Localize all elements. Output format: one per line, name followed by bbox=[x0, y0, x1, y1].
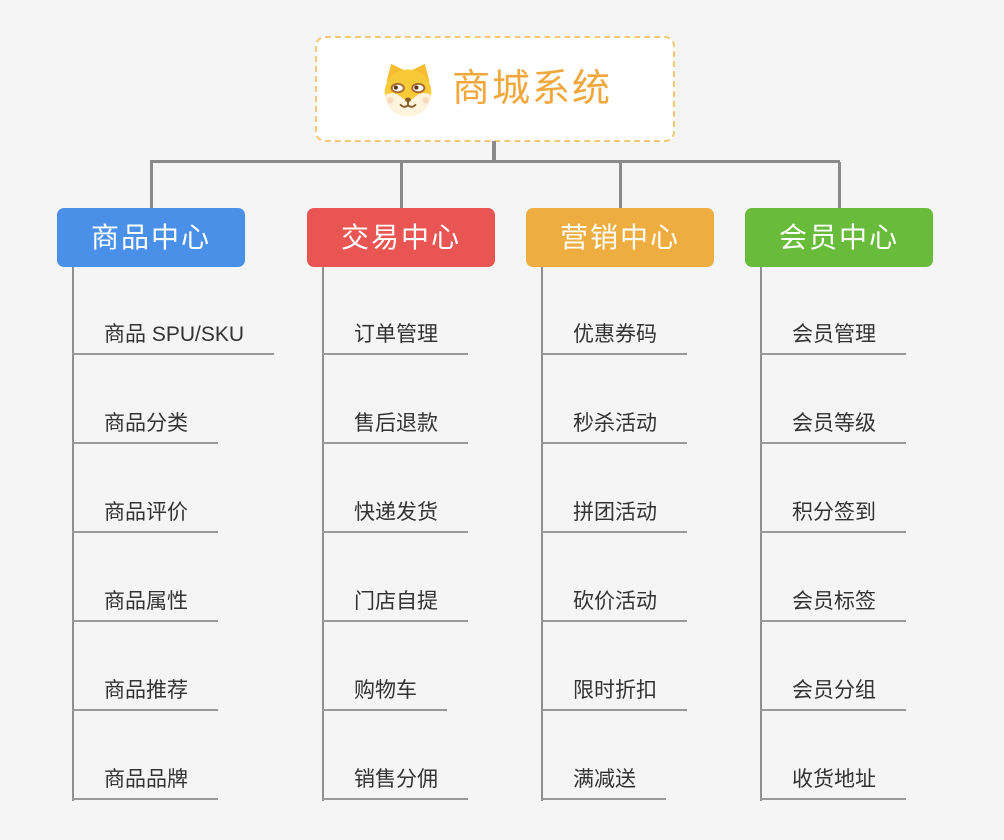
child-item-label: 会员标签 bbox=[792, 589, 876, 613]
connector-branch-drop bbox=[837, 162, 841, 208]
child-item[interactable]: 订单管理 bbox=[322, 267, 468, 355]
child-item-label: 售后退款 bbox=[354, 411, 438, 435]
branch-children: 会员管理会员等级积分签到会员标签会员分组收货地址 bbox=[760, 267, 906, 800]
child-item-label: 秒杀活动 bbox=[573, 411, 657, 435]
child-item[interactable]: 商品属性 bbox=[72, 533, 218, 622]
child-item-label: 商品评价 bbox=[104, 500, 188, 524]
child-item[interactable]: 秒杀活动 bbox=[541, 355, 687, 444]
child-item-label: 商品推荐 bbox=[104, 678, 188, 702]
child-item[interactable]: 收货地址 bbox=[760, 711, 906, 800]
child-item-label: 订单管理 bbox=[354, 322, 438, 346]
connector-branch-trunk bbox=[322, 267, 324, 801]
child-item-label: 砍价活动 bbox=[573, 589, 657, 613]
child-item[interactable]: 商品品牌 bbox=[72, 711, 218, 800]
branch-node-marketing-center[interactable]: 营销中心 bbox=[526, 208, 714, 267]
connector-branch-drop bbox=[399, 162, 403, 208]
child-item-label: 积分签到 bbox=[792, 500, 876, 524]
branch-children: 订单管理售后退款快递发货门店自提购物车销售分佣 bbox=[322, 267, 468, 800]
child-item[interactable]: 会员标签 bbox=[760, 533, 906, 622]
child-item[interactable]: 门店自提 bbox=[322, 533, 468, 622]
child-item[interactable]: 商品分类 bbox=[72, 355, 218, 444]
branch-node-product-center[interactable]: 商品中心 bbox=[57, 208, 245, 267]
child-item[interactable]: 会员分组 bbox=[760, 622, 906, 711]
branch-node-trade-center[interactable]: 交易中心 bbox=[307, 208, 495, 267]
child-item[interactable]: 满减送 bbox=[541, 711, 666, 800]
child-item[interactable]: 商品推荐 bbox=[72, 622, 218, 711]
child-item[interactable]: 优惠券码 bbox=[541, 267, 687, 355]
branch-member-center: 会员中心会员管理会员等级积分签到会员标签会员分组收货地址 bbox=[745, 162, 933, 801]
connector-branch-trunk bbox=[72, 267, 74, 801]
child-item-label: 商品 SPU/SKU bbox=[104, 322, 245, 346]
child-item[interactable]: 售后退款 bbox=[322, 355, 468, 444]
connector-root-vertical bbox=[492, 141, 496, 162]
child-item[interactable]: 快递发货 bbox=[322, 444, 468, 533]
branch-children: 商品 SPU/SKU 商品分类商品评价商品属性商品推荐商品品牌 bbox=[72, 267, 275, 800]
connector-horizontal bbox=[150, 160, 840, 163]
child-item-label: 会员分组 bbox=[792, 678, 876, 702]
child-item-label: 收货地址 bbox=[792, 767, 876, 791]
child-item[interactable]: 砍价活动 bbox=[541, 533, 687, 622]
child-item-label: 会员管理 bbox=[792, 322, 876, 346]
branch-product-center: 商品中心商品 SPU/SKU 商品分类商品评价商品属性商品推荐商品品牌 bbox=[57, 162, 275, 801]
dog-face-icon bbox=[378, 61, 438, 117]
connector-branch-trunk bbox=[541, 267, 543, 801]
child-item[interactable]: 销售分佣 bbox=[322, 711, 468, 800]
child-item[interactable]: 会员等级 bbox=[760, 355, 906, 444]
root-node[interactable]: 商城系统 bbox=[315, 36, 675, 142]
child-item[interactable]: 购物车 bbox=[322, 622, 447, 711]
child-item-label: 限时折扣 bbox=[573, 678, 657, 702]
child-item-label: 满减送 bbox=[573, 767, 636, 791]
connector-branch-trunk bbox=[760, 267, 762, 801]
child-item-label: 拼团活动 bbox=[573, 500, 657, 524]
child-item-label: 快递发货 bbox=[354, 500, 438, 524]
connector-branch-drop bbox=[618, 162, 622, 208]
child-item[interactable]: 会员管理 bbox=[760, 267, 906, 355]
child-item-label: 会员等级 bbox=[792, 411, 876, 435]
child-item-label: 商品品牌 bbox=[104, 767, 188, 791]
child-item-label: 门店自提 bbox=[354, 589, 438, 613]
child-item-label: 优惠券码 bbox=[573, 322, 657, 346]
branch-children: 优惠券码秒杀活动拼团活动砍价活动限时折扣满减送 bbox=[541, 267, 687, 800]
child-item[interactable]: 拼团活动 bbox=[541, 444, 687, 533]
child-item-label: 商品分类 bbox=[104, 411, 188, 435]
connector-branch-drop bbox=[149, 162, 153, 208]
child-item[interactable]: 商品 SPU/SKU bbox=[72, 267, 275, 355]
child-item[interactable]: 商品评价 bbox=[72, 444, 218, 533]
root-label: 商城系统 bbox=[451, 68, 612, 110]
branch-node-member-center[interactable]: 会员中心 bbox=[745, 208, 933, 267]
child-item[interactable]: 限时折扣 bbox=[541, 622, 687, 711]
branch-marketing-center: 营销中心优惠券码秒杀活动拼团活动砍价活动限时折扣满减送 bbox=[526, 162, 714, 801]
child-item-label: 商品属性 bbox=[104, 589, 188, 613]
branch-trade-center: 交易中心订单管理售后退款快递发货门店自提购物车销售分佣 bbox=[307, 162, 495, 801]
child-item[interactable]: 积分签到 bbox=[760, 444, 906, 533]
child-item-label: 销售分佣 bbox=[354, 767, 438, 791]
child-item-label: 购物车 bbox=[354, 678, 417, 702]
